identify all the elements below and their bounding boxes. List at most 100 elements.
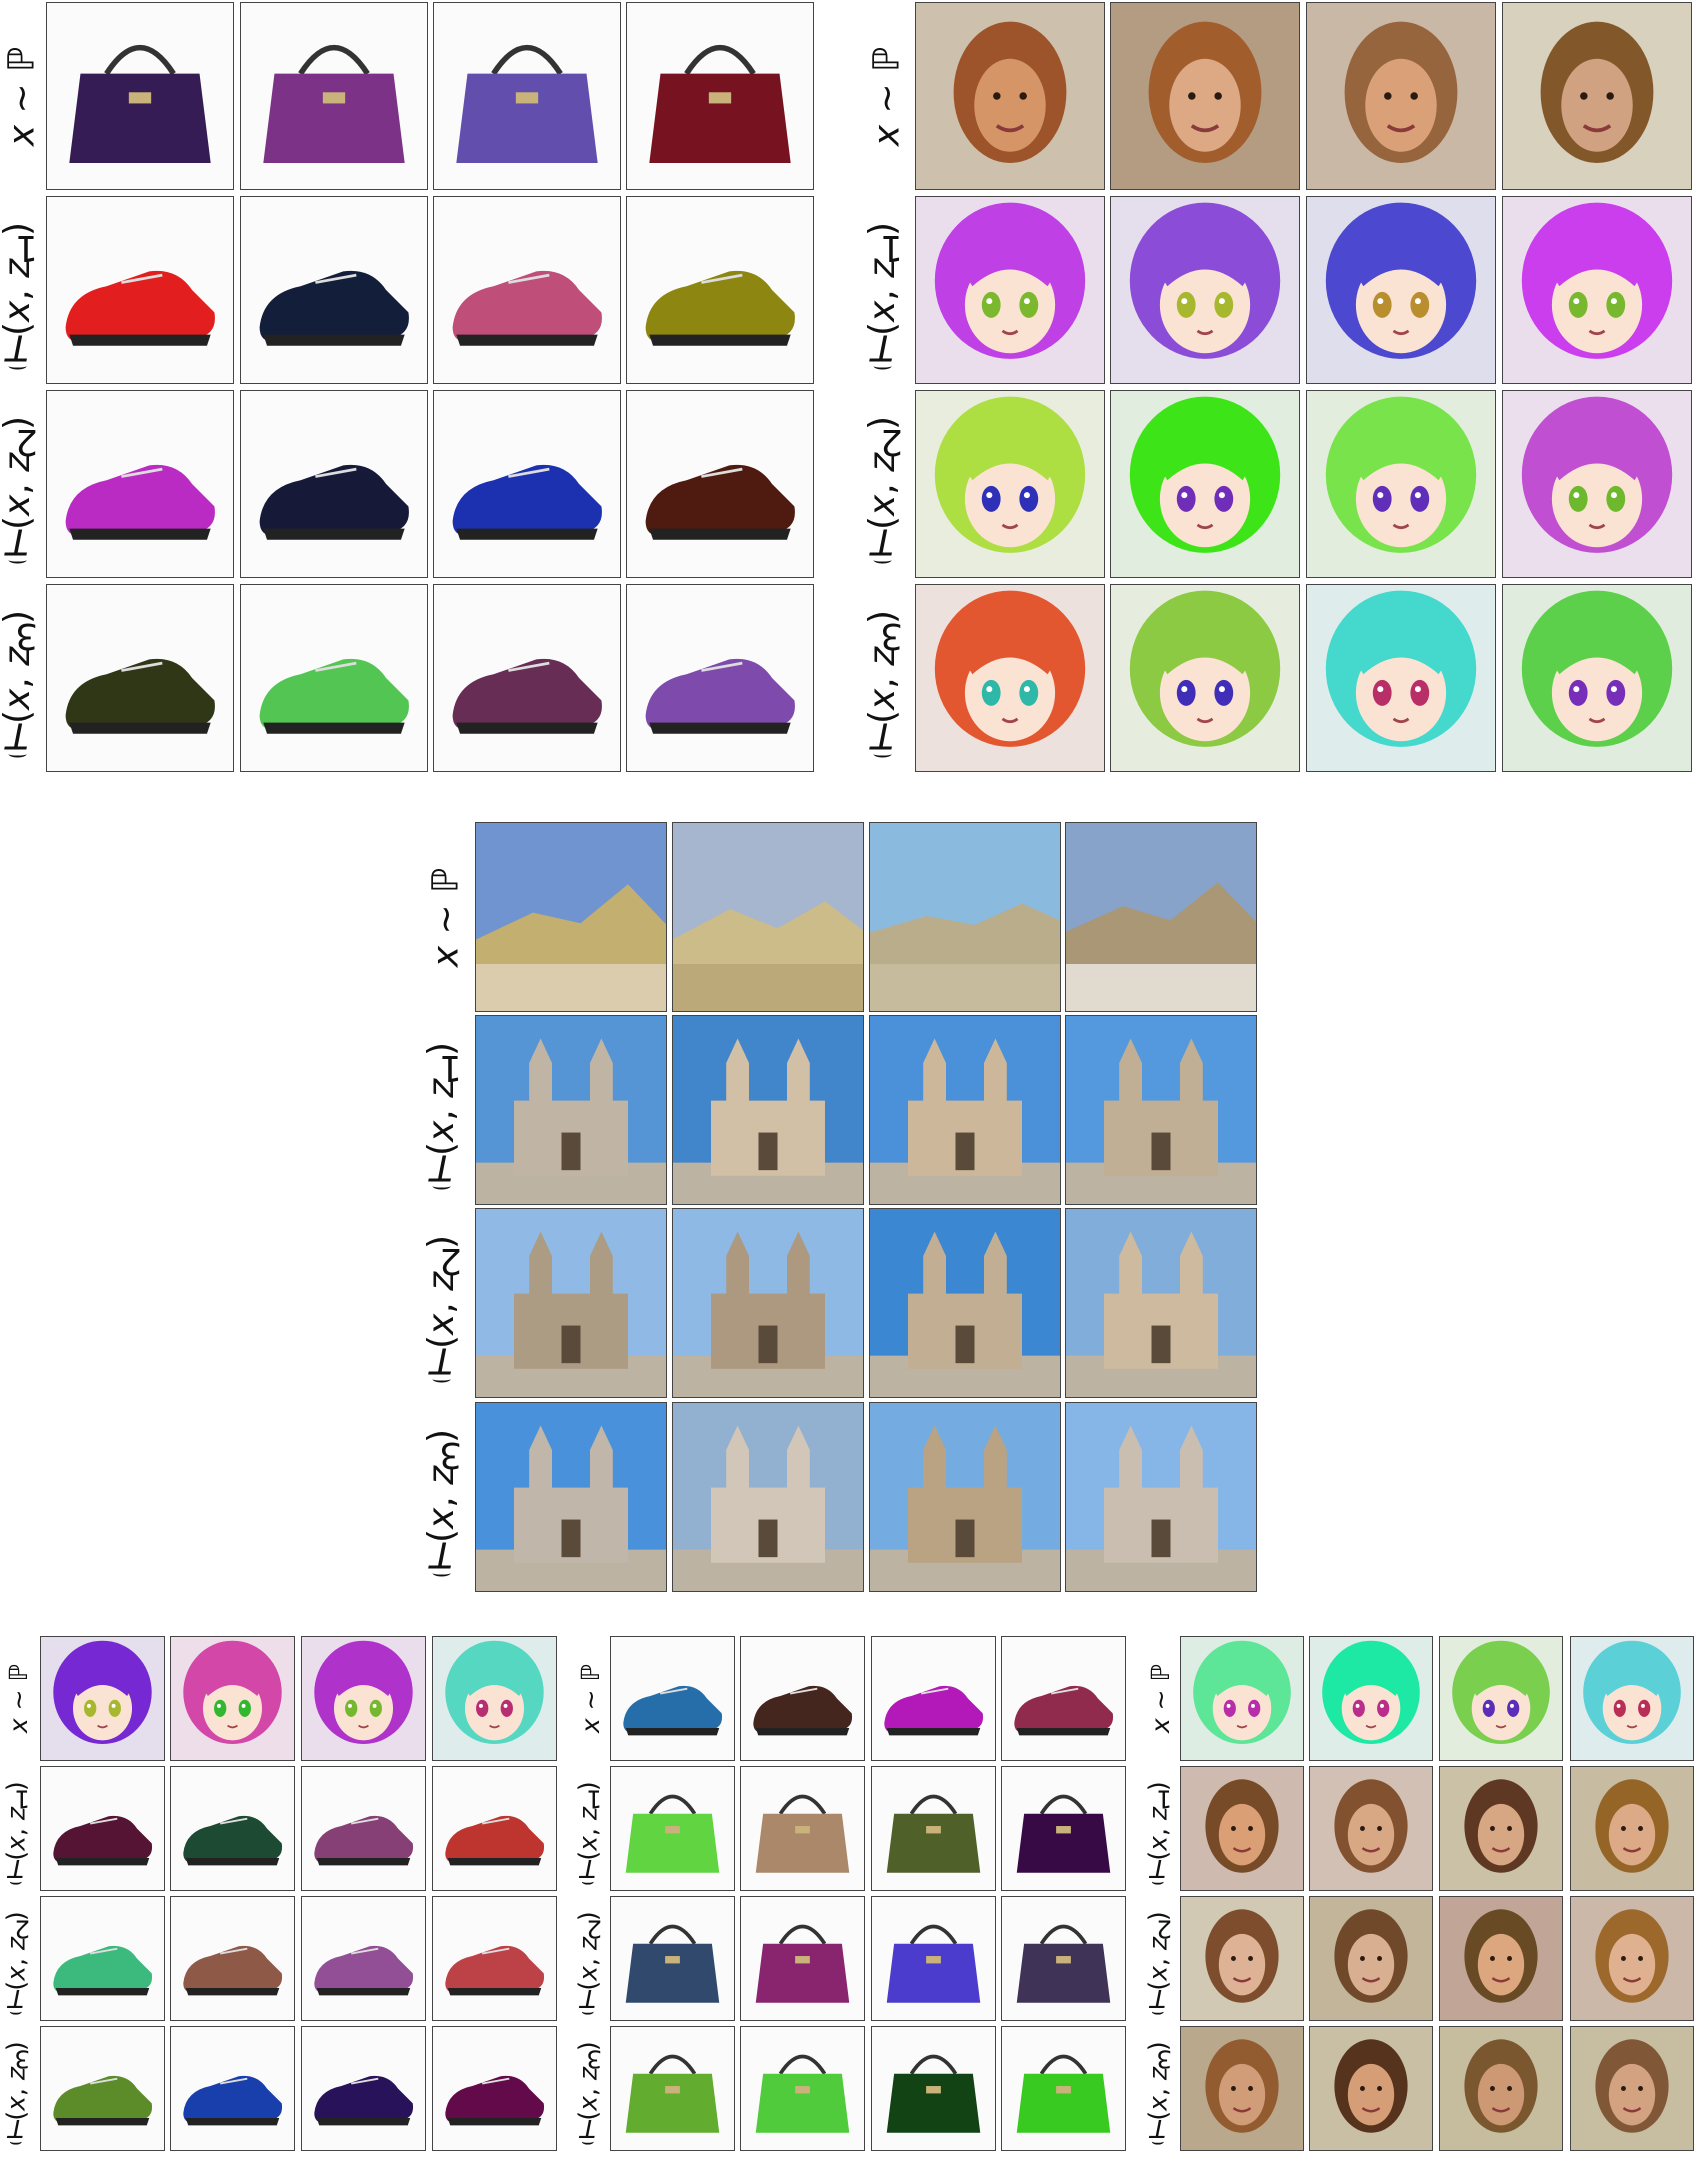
pump-navy-image xyxy=(627,197,813,383)
row-label-text: T(x, z1) xyxy=(573,1781,603,1883)
anime-dark-image xyxy=(1111,197,1299,383)
row-label-text: T(x, z3) xyxy=(1143,2041,1173,2143)
anime-blonde-2-image xyxy=(916,391,1104,577)
anime-brown-image xyxy=(1111,391,1299,577)
church-11-image xyxy=(870,1403,1060,1591)
image-cell-anime-blonde xyxy=(432,1636,557,1761)
row-label-text: T(x, z3) xyxy=(0,609,39,756)
image-cell-bag-brown xyxy=(1001,1896,1126,2021)
handbag-owl-image xyxy=(241,3,427,189)
image-cell-heel-owl xyxy=(240,196,428,384)
boot-leopard-tall-image xyxy=(47,391,233,577)
row-label-text: x ~ ℙ xyxy=(1146,1663,1176,1734)
flat-black-image xyxy=(434,391,620,577)
image-cell-anime-orange xyxy=(1309,1636,1433,1761)
image-cell-bag-striped-2 xyxy=(740,2026,865,2151)
church-2-image xyxy=(673,1016,863,1204)
church-1-image xyxy=(476,1016,666,1204)
image-cell-flat-black xyxy=(40,1896,165,2021)
bag-striped-image xyxy=(741,1767,864,1890)
row-label: T(x, z2) xyxy=(862,390,912,578)
image-cell-oxford-black xyxy=(301,1896,426,2021)
image-cell-face-6 xyxy=(1309,1766,1433,1891)
image-cell-anime-pink-2 xyxy=(1439,1636,1563,1761)
loafer-black-image xyxy=(872,1637,995,1760)
image-cell-face-3 xyxy=(1306,2,1496,190)
image-cell-face-2 xyxy=(1110,2,1300,190)
row-label-text: T(x, z3) xyxy=(421,1428,463,1575)
anime-blue-image xyxy=(916,197,1104,383)
row-label: T(x, z2) xyxy=(572,1896,610,2021)
image-cell-sneaker-red xyxy=(170,1766,295,1891)
church-8-image xyxy=(1066,1209,1256,1397)
oxford-black-2-image xyxy=(433,2027,556,2150)
face-16-image xyxy=(1571,2027,1693,2150)
face-14-image xyxy=(1310,2027,1432,2150)
image-cell-bag-colorful xyxy=(1001,2026,1126,2151)
image-cell-shoe-brown xyxy=(40,2026,165,2151)
sandal-black-image xyxy=(434,197,620,383)
church-5-image xyxy=(476,1209,666,1397)
image-cell-bag-striped xyxy=(740,1766,865,1891)
image-cell-boot-leopard xyxy=(46,196,234,384)
row-label: T(x, z1) xyxy=(0,196,44,384)
image-cell-face-5 xyxy=(1180,1766,1304,1891)
image-cell-church-2 xyxy=(672,1015,864,1205)
row-label: x ~ ℙ xyxy=(0,2,44,190)
anime-yellow-2-image xyxy=(1503,585,1691,771)
bag-gold-image xyxy=(1002,1767,1125,1890)
image-cell-face-9 xyxy=(1180,1896,1304,2021)
row-label-text: x ~ ℙ xyxy=(1,46,43,146)
row-label-text: T(x, z3) xyxy=(1,2041,31,2143)
snow-field-image xyxy=(673,823,863,1011)
row-label: x ~ ℙ xyxy=(572,1636,610,1761)
flat-black-image xyxy=(41,1897,164,2020)
row-label-text: T(x, z1) xyxy=(1,1781,31,1883)
row-label: T(x, z1) xyxy=(1142,1766,1180,1891)
anime-yellow-image xyxy=(1503,391,1691,577)
row-label-text: T(x, z2) xyxy=(421,1234,463,1381)
image-cell-flat-black-bow xyxy=(433,584,621,772)
flat-pink-image xyxy=(171,2027,294,2150)
bag-brown-image xyxy=(1002,1897,1125,2020)
image-cell-anime-hat xyxy=(40,1636,165,1761)
row-label-text: T(x, z3) xyxy=(862,609,904,756)
image-cell-sneaker-black xyxy=(40,1766,165,1891)
row-label-text: T(x, z1) xyxy=(0,221,39,368)
row-label: T(x, z3) xyxy=(1142,2026,1180,2151)
row-label: x ~ ℙ xyxy=(1142,1636,1180,1761)
face-11-image xyxy=(1440,1897,1562,2020)
image-cell-face-1 xyxy=(915,2,1105,190)
image-cell-pump-rainbow xyxy=(626,390,814,578)
image-cell-church-8 xyxy=(1065,1208,1257,1398)
parking-mountain-image xyxy=(1066,823,1256,1011)
bag-black-2-image xyxy=(872,1767,995,1890)
handbag-leopard-image xyxy=(47,3,233,189)
image-cell-pump-navy xyxy=(626,196,814,384)
image-cell-sandal-brown xyxy=(610,1636,735,1761)
image-cell-church-4 xyxy=(1065,1015,1257,1205)
image-cell-shoe-beige xyxy=(432,1896,557,2021)
image-cell-parking-mountain xyxy=(1065,822,1257,1012)
image-cell-face-10 xyxy=(1309,1896,1433,2021)
row-label: T(x, z1) xyxy=(0,1766,38,1891)
row-label: T(x, z3) xyxy=(862,584,912,772)
image-cell-anime-yellow xyxy=(1502,390,1692,578)
image-cell-sneaker-black-white xyxy=(301,1766,426,1891)
shoe-beige-image xyxy=(433,1897,556,2020)
anime-blonde-image xyxy=(1307,197,1495,383)
image-cell-tote-bag xyxy=(626,2,814,190)
mountain-image xyxy=(870,823,1060,1011)
row-label-text: x ~ ℙ xyxy=(4,1663,34,1734)
sandal-brown-image xyxy=(611,1637,734,1760)
row-label-text: T(x, z1) xyxy=(421,1041,463,1188)
sneaker-black-image xyxy=(41,1767,164,1890)
face-3-image xyxy=(1307,3,1495,189)
image-cell-church-3 xyxy=(869,1015,1061,1205)
pump-black-gold-image xyxy=(241,585,427,771)
flat-black-bow-image xyxy=(434,585,620,771)
anime-navy-image xyxy=(916,585,1104,771)
image-cell-bag-black-2 xyxy=(871,1766,996,1891)
image-cell-backpack-black xyxy=(610,2026,735,2151)
heel-owl-2-image xyxy=(241,391,427,577)
